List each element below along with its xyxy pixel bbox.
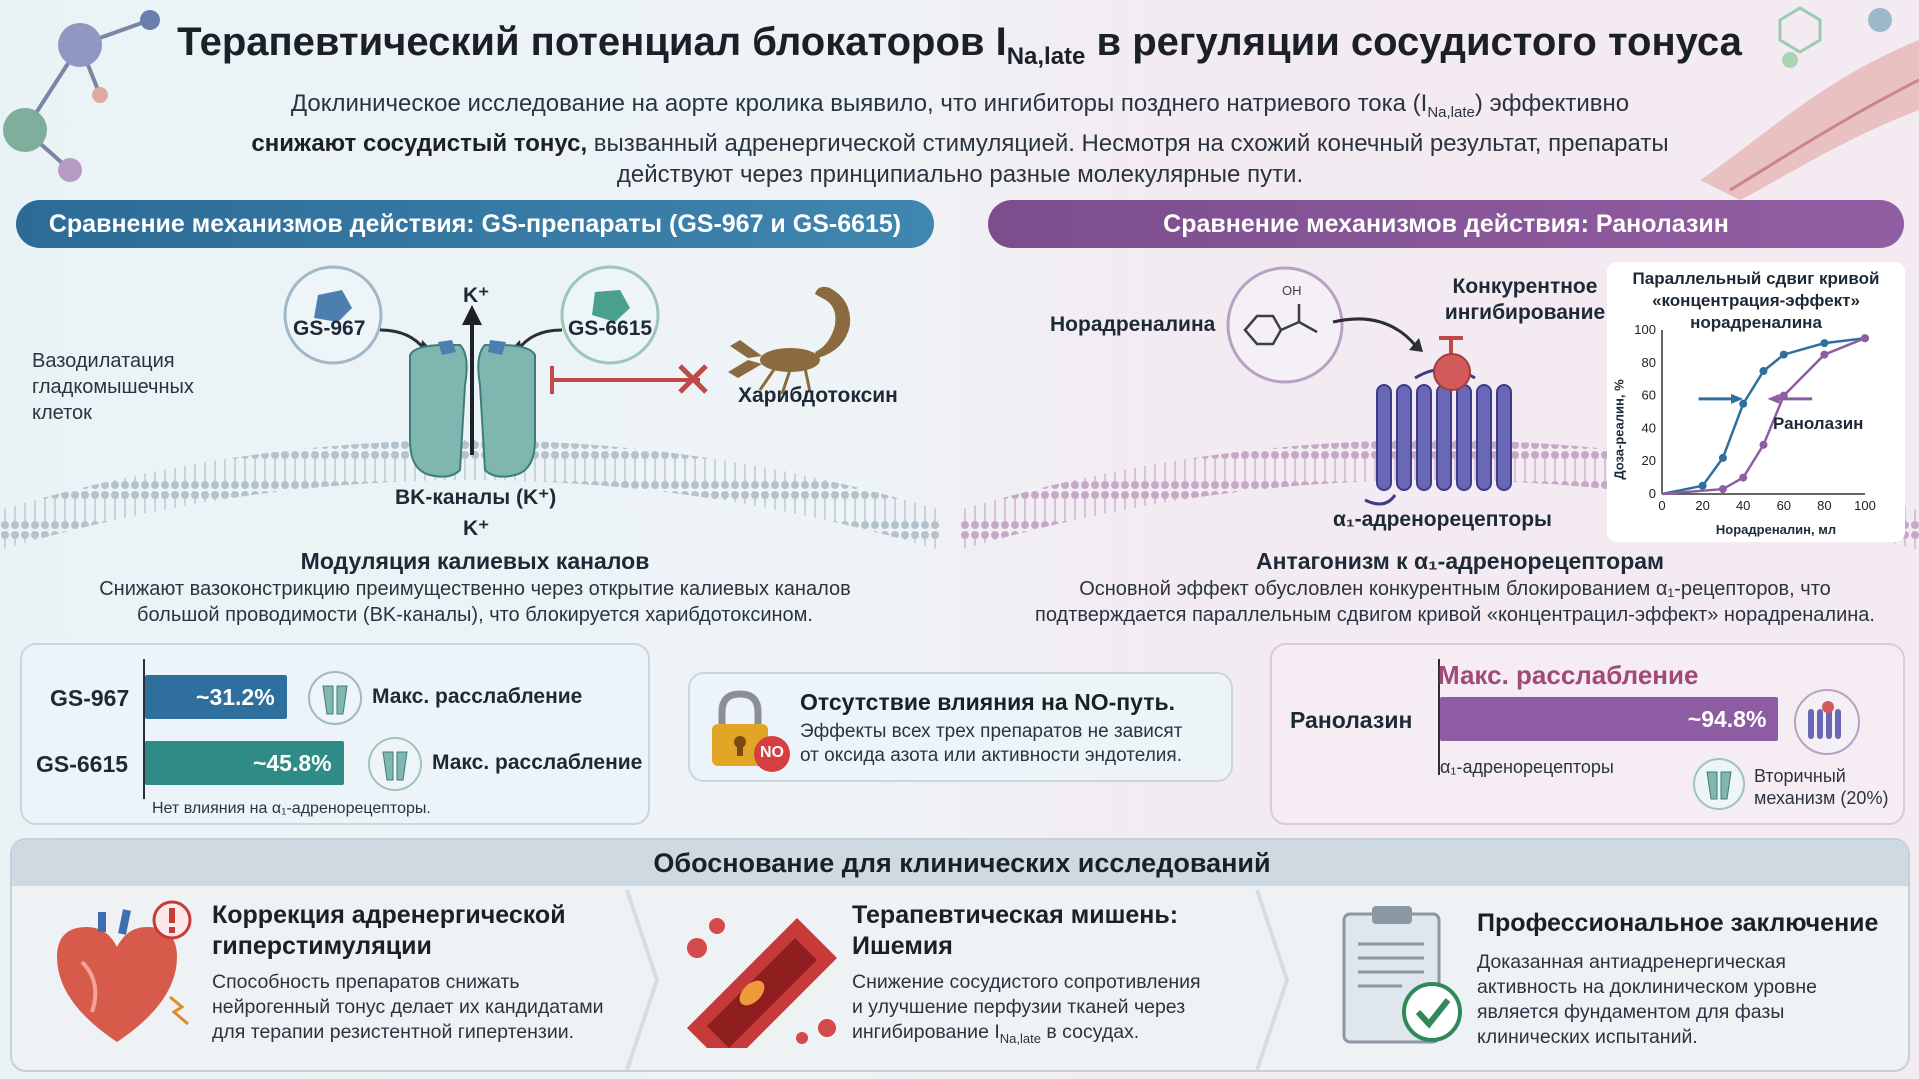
chart-x-tick-label: 40 [1736,498,1750,513]
chart-point [1739,399,1748,408]
chart-x-tick-label: 0 [1658,498,1665,513]
bk-channel-diagram [283,265,851,478]
bar-caption-gs6615: Макс. расслабление [432,751,643,774]
chart-y-tick-label: 40 [1642,420,1656,435]
potassium-bottom-label: K⁺ [463,517,490,540]
chevron-divider-icon [625,890,660,1070]
card-ischemia-title: Терапевтическая мишень:Ишемия [852,901,1179,960]
noradrenaline-label: Норадреналина [1050,313,1216,336]
potassium-modulation-text: Снижают вазоконстрикцию преимущественно … [99,578,851,626]
chart-x-tick-label: 60 [1777,498,1791,513]
muscle-fiber-decoration-icon [1700,6,1919,200]
chart-point [1820,350,1829,359]
potassium-top-label: K⁺ [463,284,490,307]
chart-shift-arrowhead-right [1767,393,1780,404]
chart-y-tick-label: 80 [1642,355,1656,370]
no-alpha1-note: Нет влияния на α₁-адренорецепторы. [152,800,431,817]
clipboard-check-icon [1342,906,1462,1044]
charybdotoxin-label: Харибдотоксин [738,384,898,407]
gs967-label: GS-967 [293,317,366,340]
bar-gs967: ~31.2% [145,675,287,719]
ranolazine-banner: Сравнение механизмов действия: Ранолазин [988,200,1904,248]
chart-y-tick-label: 100 [1634,322,1656,337]
gs-relaxation-panel: GS-967 ~31.2% Макс. расслабление GS-6615… [20,643,650,825]
chart-point [1779,350,1788,359]
chart-shift-arrowhead-left [1731,393,1744,404]
card-conclusion-title: Профессиональное заключение [1477,909,1879,937]
blood-vessel-icon [687,918,837,1048]
chart-y-tick-label: 60 [1642,388,1656,403]
chart-series-line-0 [1661,336,1866,496]
molecule-decoration-icon [3,10,160,182]
alpha1-antagonism-title: Антагонизм к α₁-адренорецепторам [1255,548,1665,574]
chart-y-tick-label: 0 [1649,486,1656,501]
chart-x-tick-label: 100 [1854,498,1876,513]
alpha1-receptor-diagram [1226,266,1512,506]
bk-channel-icon [307,670,363,731]
chart-point [1861,334,1869,343]
chart-point [1759,440,1768,449]
clinical-section: Обоснование для клинических исследований… [10,838,1910,1072]
alpha1-antagonism-text: Основной эффект обусловлен конкурентным … [1035,578,1875,626]
chart-xlabel: Норадреналин, мл [1715,522,1837,537]
receptor-icon [1792,687,1862,762]
chart-point [1759,367,1768,375]
no-pathway-box: NO Отсутствие влияния на NO-путь. Эффект… [688,672,1233,782]
chart-point [1820,339,1829,348]
ranolazine-bar-title: Макс. расслабление [1438,660,1699,690]
heart-icon [57,909,189,1042]
bar-label-gs967: GS-967 [50,685,130,711]
concentration-effect-chart: Параллельный сдвиг кривой«концентрация-э… [1607,262,1905,542]
chart-plot: 0 20 40 60 80 100 0 20 40 60 80 100 [1634,322,1876,513]
ranolazine-relaxation-panel: Макс. расслабление Ранолазин ~94.8% α₁-а… [1270,643,1905,825]
gs-drugs-banner: Сравнение механизмов действия: GS-препар… [16,200,934,248]
chart-ylabel: Доза-реалин, % [1611,379,1627,480]
chart-point [1718,453,1727,462]
bk-channel-icon [1692,757,1746,816]
chart-point [1698,481,1707,490]
no-pathway-title: Отсутствие влияния на NO-путь. [800,689,1176,715]
bar-caption-gs967: Макс. расслабление [372,685,583,708]
alpha1-receptor-label: α₁-адренорецепторы [1333,508,1552,531]
chart-annotation-ranolazine: Ранолазин [1773,414,1864,433]
no-badge: NO [760,744,784,761]
bar-gs6615: ~45.8% [145,741,344,785]
padlock-icon [712,690,790,772]
chart-point [1718,485,1727,494]
chart-point [1739,473,1748,482]
gs6615-label: GS-6615 [568,317,653,340]
chart-x-tick-label: 80 [1817,498,1831,513]
bar-label-ranolazine: Ранолазин [1290,707,1413,733]
chevron-divider-icon [1255,890,1290,1070]
ranolazine-bar-subtitle: α₁-адренорецепторы [1440,757,1614,777]
chart-y-tick-label: 20 [1642,453,1656,468]
bk-channel-icon [367,736,423,797]
bar-label-gs6615: GS-6615 [36,751,129,777]
intro-text: Доклиническое исследование на аорте крол… [251,90,1669,188]
alert-icon [152,900,192,940]
potassium-modulation-title: Модуляция калиевых каналов [300,548,650,574]
hydroxyl-label: OH [1282,283,1302,298]
clinical-banner: Обоснование для клинических исследований [12,840,1908,886]
chart-title: Параллельный сдвиг кривой«концентрация-э… [1632,269,1880,332]
bk-channel-label: BK-каналы (K⁺) [395,486,557,509]
chart-x-tick-label: 20 [1695,498,1709,513]
page-title: Терапевтический потенциал блокаторов INa… [177,20,1742,70]
bar-ranolazine: ~94.8% [1440,697,1779,741]
